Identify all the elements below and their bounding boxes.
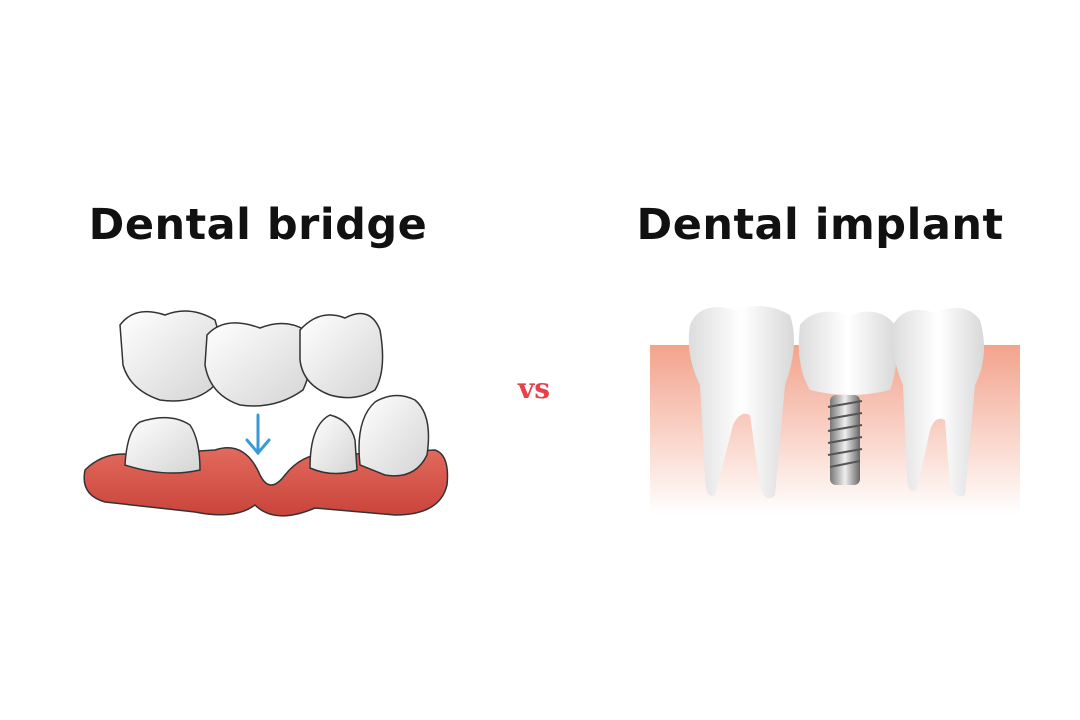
crown-middle: [204, 322, 312, 407]
natural-tooth: [358, 394, 430, 477]
abutment-right: [309, 414, 358, 475]
implant-crown: [798, 311, 897, 395]
dental-implant-illustration: [650, 306, 1020, 515]
crown-right: [299, 312, 384, 399]
dental-bridge-title: Dental bridge: [88, 200, 428, 250]
arrow-down-icon: [245, 413, 271, 456]
implant-screw: [827, 395, 863, 485]
abutment-left: [124, 416, 201, 474]
dental-implant-title: Dental implant: [636, 200, 1004, 250]
molar-left: [688, 306, 794, 499]
dental-bridge-illustration: [83, 310, 449, 517]
molar-right: [892, 307, 984, 497]
vs-label: vs: [518, 372, 551, 405]
